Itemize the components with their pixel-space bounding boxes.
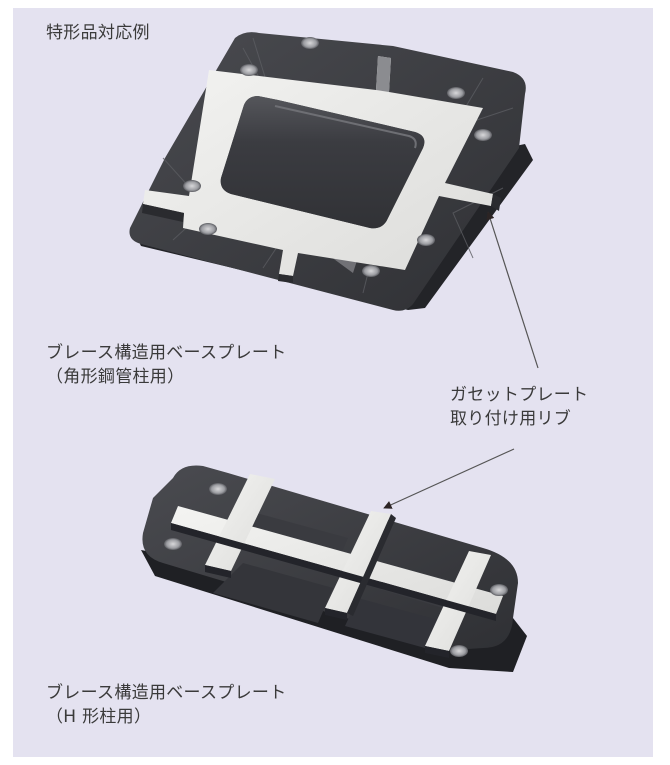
caption-h-column-plate: ブレース構造用ベースプレート （H 形柱用） — [46, 681, 287, 729]
caption-line-1: ブレース構造用ベースプレート — [46, 343, 287, 363]
callout-arrow-lower — [383, 448, 515, 509]
product-example-panel: 特形品対応例 ブレース構造用ベースプレート （角形鋼管柱用） ガセットプレート … — [13, 8, 653, 757]
callout-line-1: ガセットプレート — [450, 385, 589, 405]
square-tube-base-plate-image — [129, 32, 533, 311]
caption-line-2: （角形鋼管柱用） — [46, 367, 185, 387]
panel-title: 特形品対応例 — [46, 23, 150, 43]
h-column-base-plate-image — [141, 465, 527, 672]
illustrations — [129, 32, 539, 672]
callout-line-2: 取り付け用リブ — [450, 409, 572, 429]
caption-line-1: ブレース構造用ベースプレート — [46, 683, 287, 703]
bolt-holes-lower — [164, 483, 508, 657]
caption-line-2: （H 形柱用） — [46, 707, 152, 727]
bolt-holes-upper — [183, 37, 492, 277]
caption-square-tube-plate: ブレース構造用ベースプレート （角形鋼管柱用） — [46, 341, 287, 389]
callout-arrow-upper — [486, 211, 539, 369]
callout-label-gusset-rib: ガセットプレート 取り付け用リブ — [450, 383, 588, 431]
